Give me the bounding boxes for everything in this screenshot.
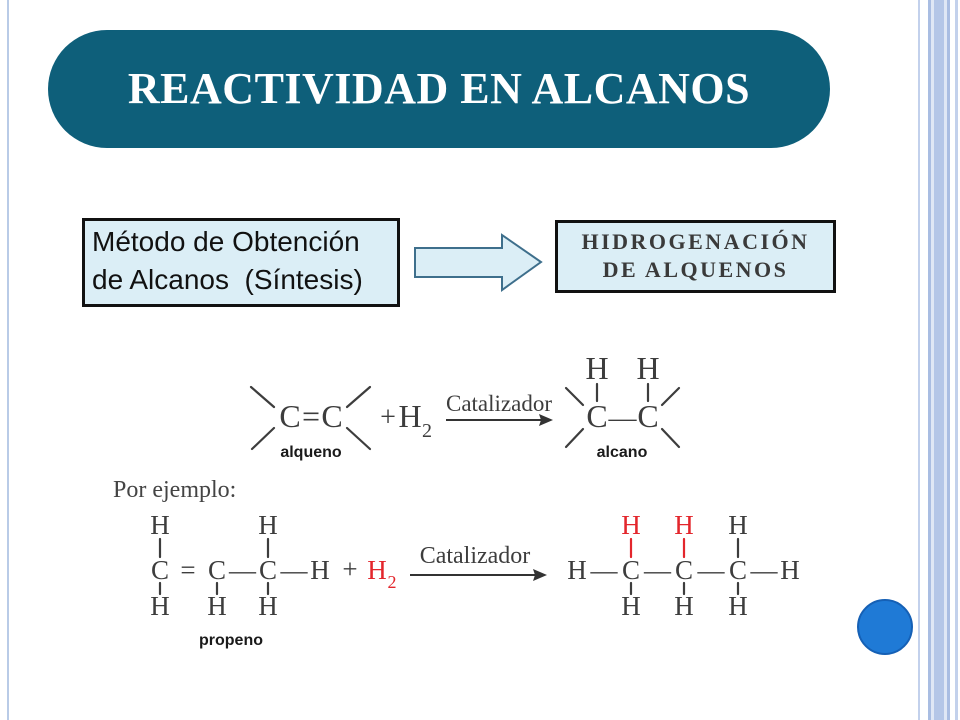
hydrogenation-box-line-2: DE ALQUENOS bbox=[602, 257, 789, 282]
hydrogenation-box-line-1: HIDROGENACIÓN bbox=[581, 229, 810, 254]
carbon-atom: C bbox=[279, 398, 300, 434]
double-bond: = bbox=[302, 398, 320, 434]
added-hydrogen-atom: H bbox=[674, 510, 694, 540]
bond-line bbox=[660, 427, 681, 449]
hydrogen-atom: H bbox=[728, 510, 748, 540]
single-bond: — bbox=[590, 555, 619, 585]
single-bond: — bbox=[750, 555, 779, 585]
single-bond: — bbox=[697, 555, 726, 585]
bond-line bbox=[250, 426, 276, 451]
hydrogen-molecule: H 2 bbox=[398, 398, 432, 442]
hydrogen-atom: H bbox=[150, 510, 170, 540]
carbon-atom: C bbox=[208, 555, 226, 585]
catalyst-label: Catalizador bbox=[446, 391, 552, 416]
alkane-label: alcano bbox=[597, 444, 648, 461]
slide-frame-left-line bbox=[7, 0, 9, 720]
arrow-head-icon bbox=[539, 414, 553, 426]
carbon-atom: C bbox=[586, 398, 607, 434]
example-reaction: H C H = C H — H C H — H + H 2 bbox=[150, 510, 800, 649]
single-bond: — bbox=[280, 555, 309, 585]
hydrogen-molecule: H 2 bbox=[367, 555, 396, 592]
hydrogen-atom: H bbox=[258, 591, 278, 621]
added-hydrogen-atom: H bbox=[621, 510, 641, 540]
general-reaction: C = C + H 2 Catalizador H H C — C bbox=[249, 350, 681, 461]
double-bond: = bbox=[180, 555, 195, 585]
arrow-shape bbox=[414, 233, 543, 292]
arrow-head-icon bbox=[533, 569, 547, 581]
decorative-circle bbox=[857, 599, 913, 655]
plus-sign: + bbox=[342, 554, 357, 584]
hydrogen-atom: H bbox=[728, 591, 748, 621]
reaction-arrow bbox=[410, 569, 547, 581]
hydrogen-symbol: H bbox=[367, 555, 387, 585]
reaction-arrow bbox=[446, 414, 553, 426]
carbon-atom: C bbox=[675, 555, 693, 585]
bond-line bbox=[564, 427, 585, 449]
hydrogen-symbol: H bbox=[398, 398, 421, 434]
method-box-line-1: Método de Obtención bbox=[92, 226, 360, 257]
hydrogen-atom: H bbox=[585, 350, 608, 386]
slide-frame-right-stripes bbox=[915, 0, 960, 720]
hydrogen-atom: H bbox=[258, 510, 278, 540]
carbon-atom: C bbox=[321, 398, 342, 434]
propane-structure: H — H C H — H C H — H C H — H bbox=[567, 510, 800, 621]
hydrogen-atom: H bbox=[567, 555, 587, 585]
hydrogen-atom: H bbox=[621, 591, 641, 621]
method-box-line-2: de Alcanos (Síntesis) bbox=[92, 264, 363, 295]
alkene-structure: C = C bbox=[249, 385, 372, 451]
bond-line bbox=[345, 385, 372, 409]
bond-line bbox=[660, 386, 681, 407]
bond-line bbox=[564, 386, 585, 407]
plus-sign: + bbox=[380, 402, 396, 433]
carbon-atom: C bbox=[259, 555, 277, 585]
example-heading: Por ejemplo: bbox=[113, 477, 236, 503]
bond-line bbox=[345, 426, 372, 451]
carbon-atom: C bbox=[637, 398, 658, 434]
hydrogen-atom: H bbox=[636, 350, 659, 386]
method-box: Método de Obtención de Alcanos (Síntesis… bbox=[82, 218, 400, 307]
bond-line bbox=[249, 385, 276, 409]
carbon-atom: C bbox=[151, 555, 169, 585]
hydrogenation-box: HIDROGENACIÓN DE ALQUENOS bbox=[555, 220, 836, 293]
single-bond: — bbox=[643, 555, 672, 585]
slide-title: REACTIVIDAD EN ALCANOS bbox=[127, 64, 751, 113]
carbon-atom: C bbox=[729, 555, 747, 585]
title-banner: REACTIVIDAD EN ALCANOS bbox=[48, 30, 830, 148]
propene-structure: H C H = C H — H C H — H bbox=[150, 510, 330, 621]
hydrogen-subscript: 2 bbox=[388, 572, 397, 592]
hydrogen-atom: H bbox=[310, 555, 330, 585]
carbon-atom: C bbox=[622, 555, 640, 585]
single-bond: — bbox=[228, 555, 257, 585]
alkane-structure: H H C — C bbox=[564, 350, 681, 449]
hydrogen-atom: H bbox=[674, 591, 694, 621]
propene-label: propeno bbox=[199, 632, 263, 649]
single-bond: — bbox=[608, 403, 638, 434]
hydrogen-atom: H bbox=[150, 591, 170, 621]
hydrogen-atom: H bbox=[207, 591, 227, 621]
hydrogen-subscript: 2 bbox=[422, 420, 432, 442]
catalyst-label: Catalizador bbox=[420, 543, 531, 569]
alkene-label: alqueno bbox=[280, 444, 342, 461]
hydrogen-atom: H bbox=[780, 555, 800, 585]
